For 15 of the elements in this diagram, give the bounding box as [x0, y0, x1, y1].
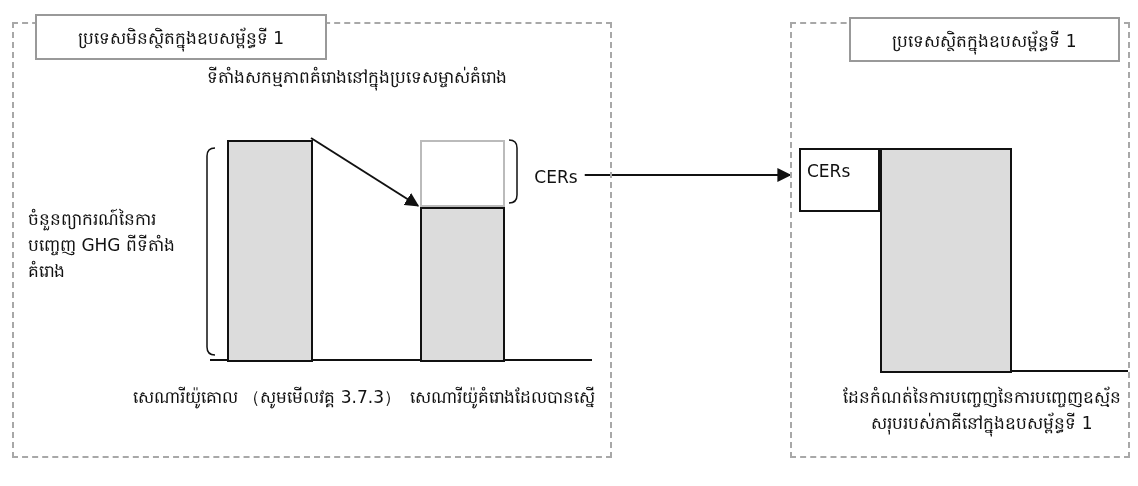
- credits-box: CERs: [799, 148, 880, 212]
- bar-caption: សេណារីយ៉ូគោល （សូមមើលវគ្គ 3.7.3）: [132, 385, 402, 410]
- bracket-label: ចំនួនព្យាករណ៍នៃការបញ្ចេញ GHG ពីទីតាំងគំរោង: [28, 207, 176, 283]
- credits-label: CERs: [527, 164, 585, 190]
- arrow: [583, 168, 792, 182]
- bar-caption: ដែនកំណត់នៃការបញ្ចេញនៃការបញ្ចេញឧស្ម័នសរុបរបស់ភាគីនៅក្នុងឧបសម្ព័ន្ធទី 1: [842, 384, 1122, 436]
- panel-subtitle: ទីតាំងសកម្មភាពគំរោងនៅក្នុងប្រទេសម្ចាស់គំរោង: [142, 64, 572, 90]
- emission-bar: [227, 140, 313, 362]
- emission-bar: [420, 207, 505, 362]
- emission-bar: [880, 148, 1012, 373]
- panel-heading: ប្រទេសមិនស្ថិតក្នុងឧបសម្ព័ន្ធទី 1: [35, 14, 327, 60]
- bar-caption: សេណារីយ៉ូគំរោងដែលបានស្នើ: [408, 385, 596, 410]
- arrow: [310, 137, 420, 207]
- panel-heading: ប្រទេសស្ថិតក្នុងឧបសម្ព័ន្ធទី 1: [849, 17, 1120, 62]
- reduction-box: [420, 140, 505, 207]
